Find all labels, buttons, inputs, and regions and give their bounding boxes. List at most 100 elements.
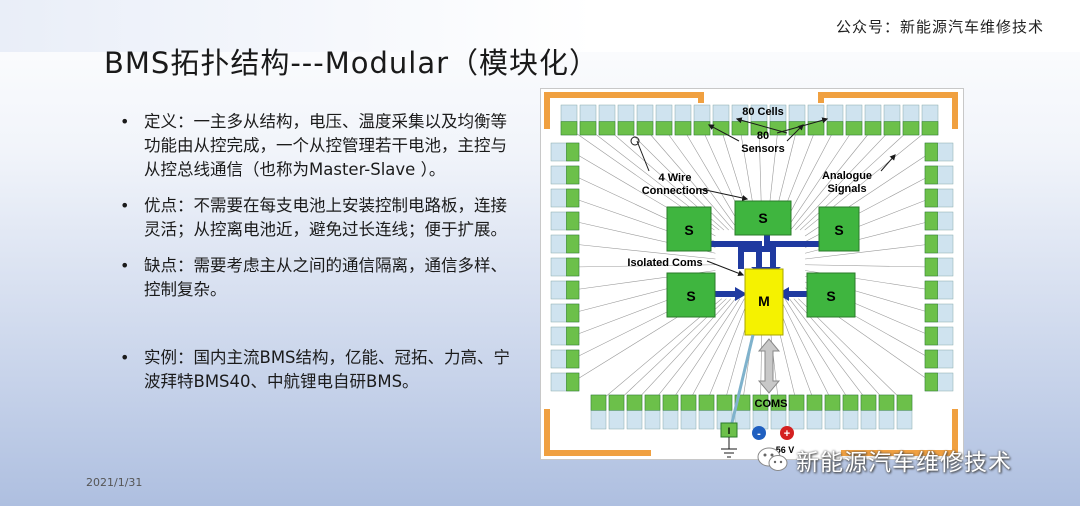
- sensor-wire: [572, 264, 716, 268]
- cell-sensor: [860, 394, 877, 411]
- sensor-wire: [780, 298, 833, 403]
- analogue-label-2: Signals: [827, 183, 866, 195]
- cell-sensor: [716, 394, 733, 411]
- sensor-wire: [805, 243, 932, 260]
- cell-sensor: [598, 121, 616, 136]
- sensor-wire: [789, 298, 869, 403]
- isolated-coms-label: Isolated Coms: [627, 257, 702, 269]
- cell-sensor: [636, 121, 654, 136]
- isolated-pointer: [706, 260, 745, 277]
- slave-module-bottom-left: S: [666, 272, 716, 318]
- sensor-wire: [644, 128, 734, 231]
- cell-sensor: [566, 165, 580, 185]
- analogue-pointer: [880, 154, 896, 172]
- sensor-wire: [663, 128, 739, 231]
- cells-label: 80 Cells: [742, 106, 784, 118]
- slave-module-top-right: S: [818, 206, 860, 252]
- bullet-text: 缺点：需要考虑主从之间的通信隔离，通信多样、控制复杂。: [144, 256, 507, 299]
- wechat-icon: [757, 447, 788, 471]
- sensor-wire: [805, 264, 932, 268]
- cell-sensor: [878, 394, 895, 411]
- terminals: I - + 56 V: [720, 422, 795, 458]
- cell-sensor: [924, 257, 938, 277]
- account-name: 公众号：新能源汽车维修技术: [835, 18, 1044, 36]
- cell-sensor: [566, 211, 580, 231]
- slave-module-bottom-right: S: [806, 272, 856, 318]
- cell-sensor: [902, 121, 920, 136]
- cell-sensor: [579, 121, 597, 136]
- cell-sensor: [921, 121, 939, 136]
- bullet-text: 定义：一主多从结构，电压、温度采集以及均衡等功能由从控完成，一个从控管理若干电池…: [144, 112, 507, 179]
- cell-sensor: [824, 394, 841, 411]
- cell-sensor: [896, 394, 913, 411]
- cell-sensor: [662, 394, 679, 411]
- cell-sensor: [788, 394, 805, 411]
- master-label: M: [758, 293, 770, 309]
- cell-sensor: [924, 280, 938, 300]
- bullet-dot: •: [120, 256, 130, 275]
- watermark-text: 新能源汽车维修技术: [796, 450, 1012, 476]
- cell-sensor: [924, 326, 938, 346]
- bullet-dot: •: [120, 348, 130, 367]
- wire-label-1: 4 Wire: [659, 172, 692, 184]
- ground-icon: [721, 437, 737, 458]
- cell-sensor: [566, 188, 580, 208]
- cell-sensor: [644, 394, 661, 411]
- wire-pointer: [700, 188, 749, 201]
- cell-sensor: [566, 349, 580, 369]
- cell-sensor: [566, 303, 580, 323]
- slave-label: S: [686, 288, 695, 304]
- frame-segment: [544, 92, 704, 129]
- cell-sensor: [566, 234, 580, 254]
- slide-title: BMS拓扑结构---Modular（模块化）: [104, 46, 600, 80]
- cell-sensor: [560, 121, 578, 136]
- battery-frame: [544, 92, 958, 456]
- sensor-wires: [568, 128, 932, 403]
- slave-label: S: [684, 222, 693, 238]
- slave-label: S: [834, 222, 843, 238]
- cell-sensor: [845, 121, 863, 136]
- bullet-disadvantages: • 缺点：需要考虑主从之间的通信隔离，通信多样、控制复杂。: [118, 254, 518, 302]
- frame-segment: [544, 409, 651, 456]
- bullet-advantages: • 优点：不需要在每支电池上安装控制电路板，连接灵活；从控离电池近，避免过长连线…: [118, 194, 518, 242]
- sensor-wire: [625, 128, 729, 231]
- cell-sensor: [924, 142, 938, 162]
- cell-sensor: [924, 188, 938, 208]
- slave-module-top-center: S: [734, 200, 792, 236]
- bms-modular-diagram: S S S S S M COMS 80 Cells: [540, 88, 964, 460]
- plus-label: +: [784, 428, 790, 440]
- frame-segment: [841, 409, 958, 456]
- cell-sensor: [924, 211, 938, 231]
- cell-sensor: [566, 326, 580, 346]
- bullet-definition: • 定义：一主多从结构，电压、温度采集以及均衡等功能由从控完成，一个从控管理若干…: [118, 110, 518, 182]
- cell-sensor: [693, 121, 711, 136]
- sensors-pointer-right2: [786, 124, 804, 142]
- sensors-count-label: 80: [757, 130, 769, 142]
- analogue-label-1: Analogue: [822, 170, 872, 182]
- fuse-label: I: [728, 426, 731, 436]
- cell-sensor: [566, 142, 580, 162]
- bullet-text: 实例：国内主流BMS结构，亿能、冠拓、力高、宁波拜特BMS40、中航锂电自研BM…: [144, 348, 511, 391]
- sensor-wire: [785, 128, 855, 231]
- cell-sensor: [924, 165, 938, 185]
- bullet-text: 优点：不需要在每支电池上安装控制电路板，连接灵活；从控离电池近，避免过长连线；便…: [144, 196, 507, 239]
- cell-sensor: [655, 121, 673, 136]
- bullet-dot: •: [120, 196, 130, 215]
- cell-sensor: [566, 372, 580, 392]
- bullet-dot: •: [120, 112, 130, 131]
- sensor-wire: [795, 128, 893, 231]
- sensor-wire: [790, 128, 874, 231]
- cell-sensor: [806, 394, 823, 411]
- sensor-wire: [572, 243, 716, 260]
- voltage-label: 56 V: [776, 445, 795, 455]
- cell-sensor: [924, 372, 938, 392]
- cell-sensor: [674, 121, 692, 136]
- sensor-wire: [688, 298, 745, 403]
- connection-point-icon: [630, 136, 640, 146]
- sensors-label: Sensors: [741, 143, 784, 155]
- cell-strings: [550, 104, 954, 430]
- current-sense-line: [729, 334, 755, 428]
- header-bar: [0, 0, 1080, 52]
- sensor-wire: [784, 298, 851, 403]
- cell-sensor: [566, 280, 580, 300]
